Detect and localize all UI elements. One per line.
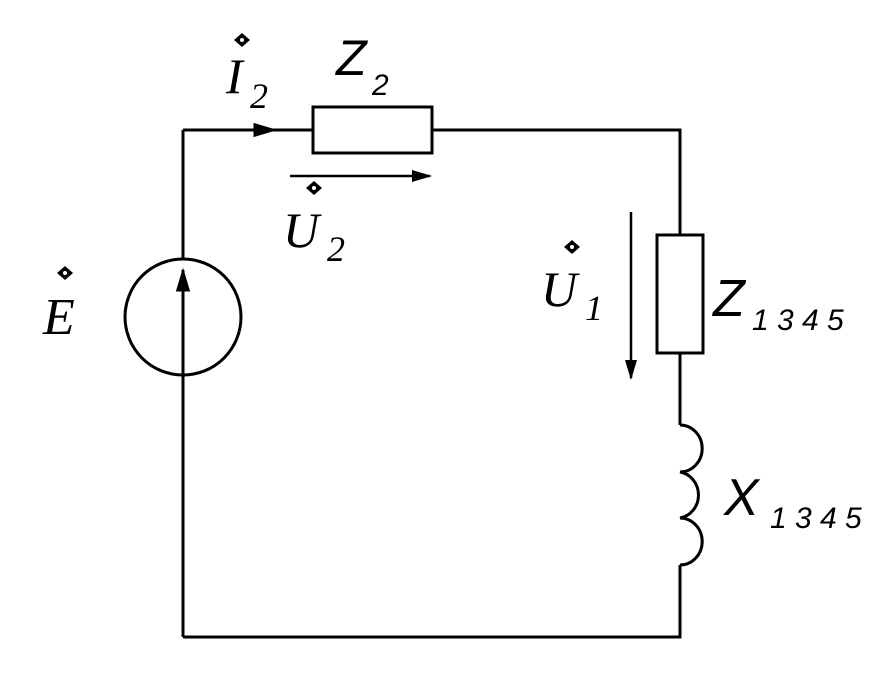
label-u1-base: U xyxy=(541,261,580,317)
phasor-dot-u1 xyxy=(564,240,580,254)
label-i2: I 2 xyxy=(225,33,268,116)
label-i2-sub: 2 xyxy=(250,76,268,116)
phasor-dot-e xyxy=(57,266,73,280)
phasor-dot-u2 xyxy=(306,181,322,195)
wire-bottom xyxy=(183,565,682,639)
impedance-z2 xyxy=(311,105,434,155)
wire-top-right xyxy=(432,128,682,235)
label-u2-base: U xyxy=(283,202,322,258)
label-z2-sub: 2 xyxy=(371,69,389,102)
phasor-dot-i2 xyxy=(234,33,250,47)
inductor-x1345 xyxy=(679,423,704,567)
impedance-z1345 xyxy=(655,233,705,355)
label-u1-sub: 1 xyxy=(585,288,603,328)
label-z2: Z 2 xyxy=(335,30,389,102)
label-u2-sub: 2 xyxy=(327,229,345,269)
label-z1345-sub: 1 3 4 5 xyxy=(752,304,844,337)
label-u1: U 1 xyxy=(541,240,603,328)
label-e: E xyxy=(42,266,75,346)
label-z1345: Z 1 3 4 5 xyxy=(711,270,844,337)
label-u2: U 2 xyxy=(283,181,345,269)
label-z1345-base: Z xyxy=(711,270,747,328)
label-e-base: E xyxy=(42,289,75,346)
label-i2-base: I xyxy=(225,48,245,104)
label-z2-base: Z xyxy=(335,30,368,86)
label-x1345-base: X xyxy=(723,469,761,527)
label-x1345: X 1 3 4 5 xyxy=(723,469,862,535)
label-x1345-sub: 1 3 4 5 xyxy=(770,502,862,535)
